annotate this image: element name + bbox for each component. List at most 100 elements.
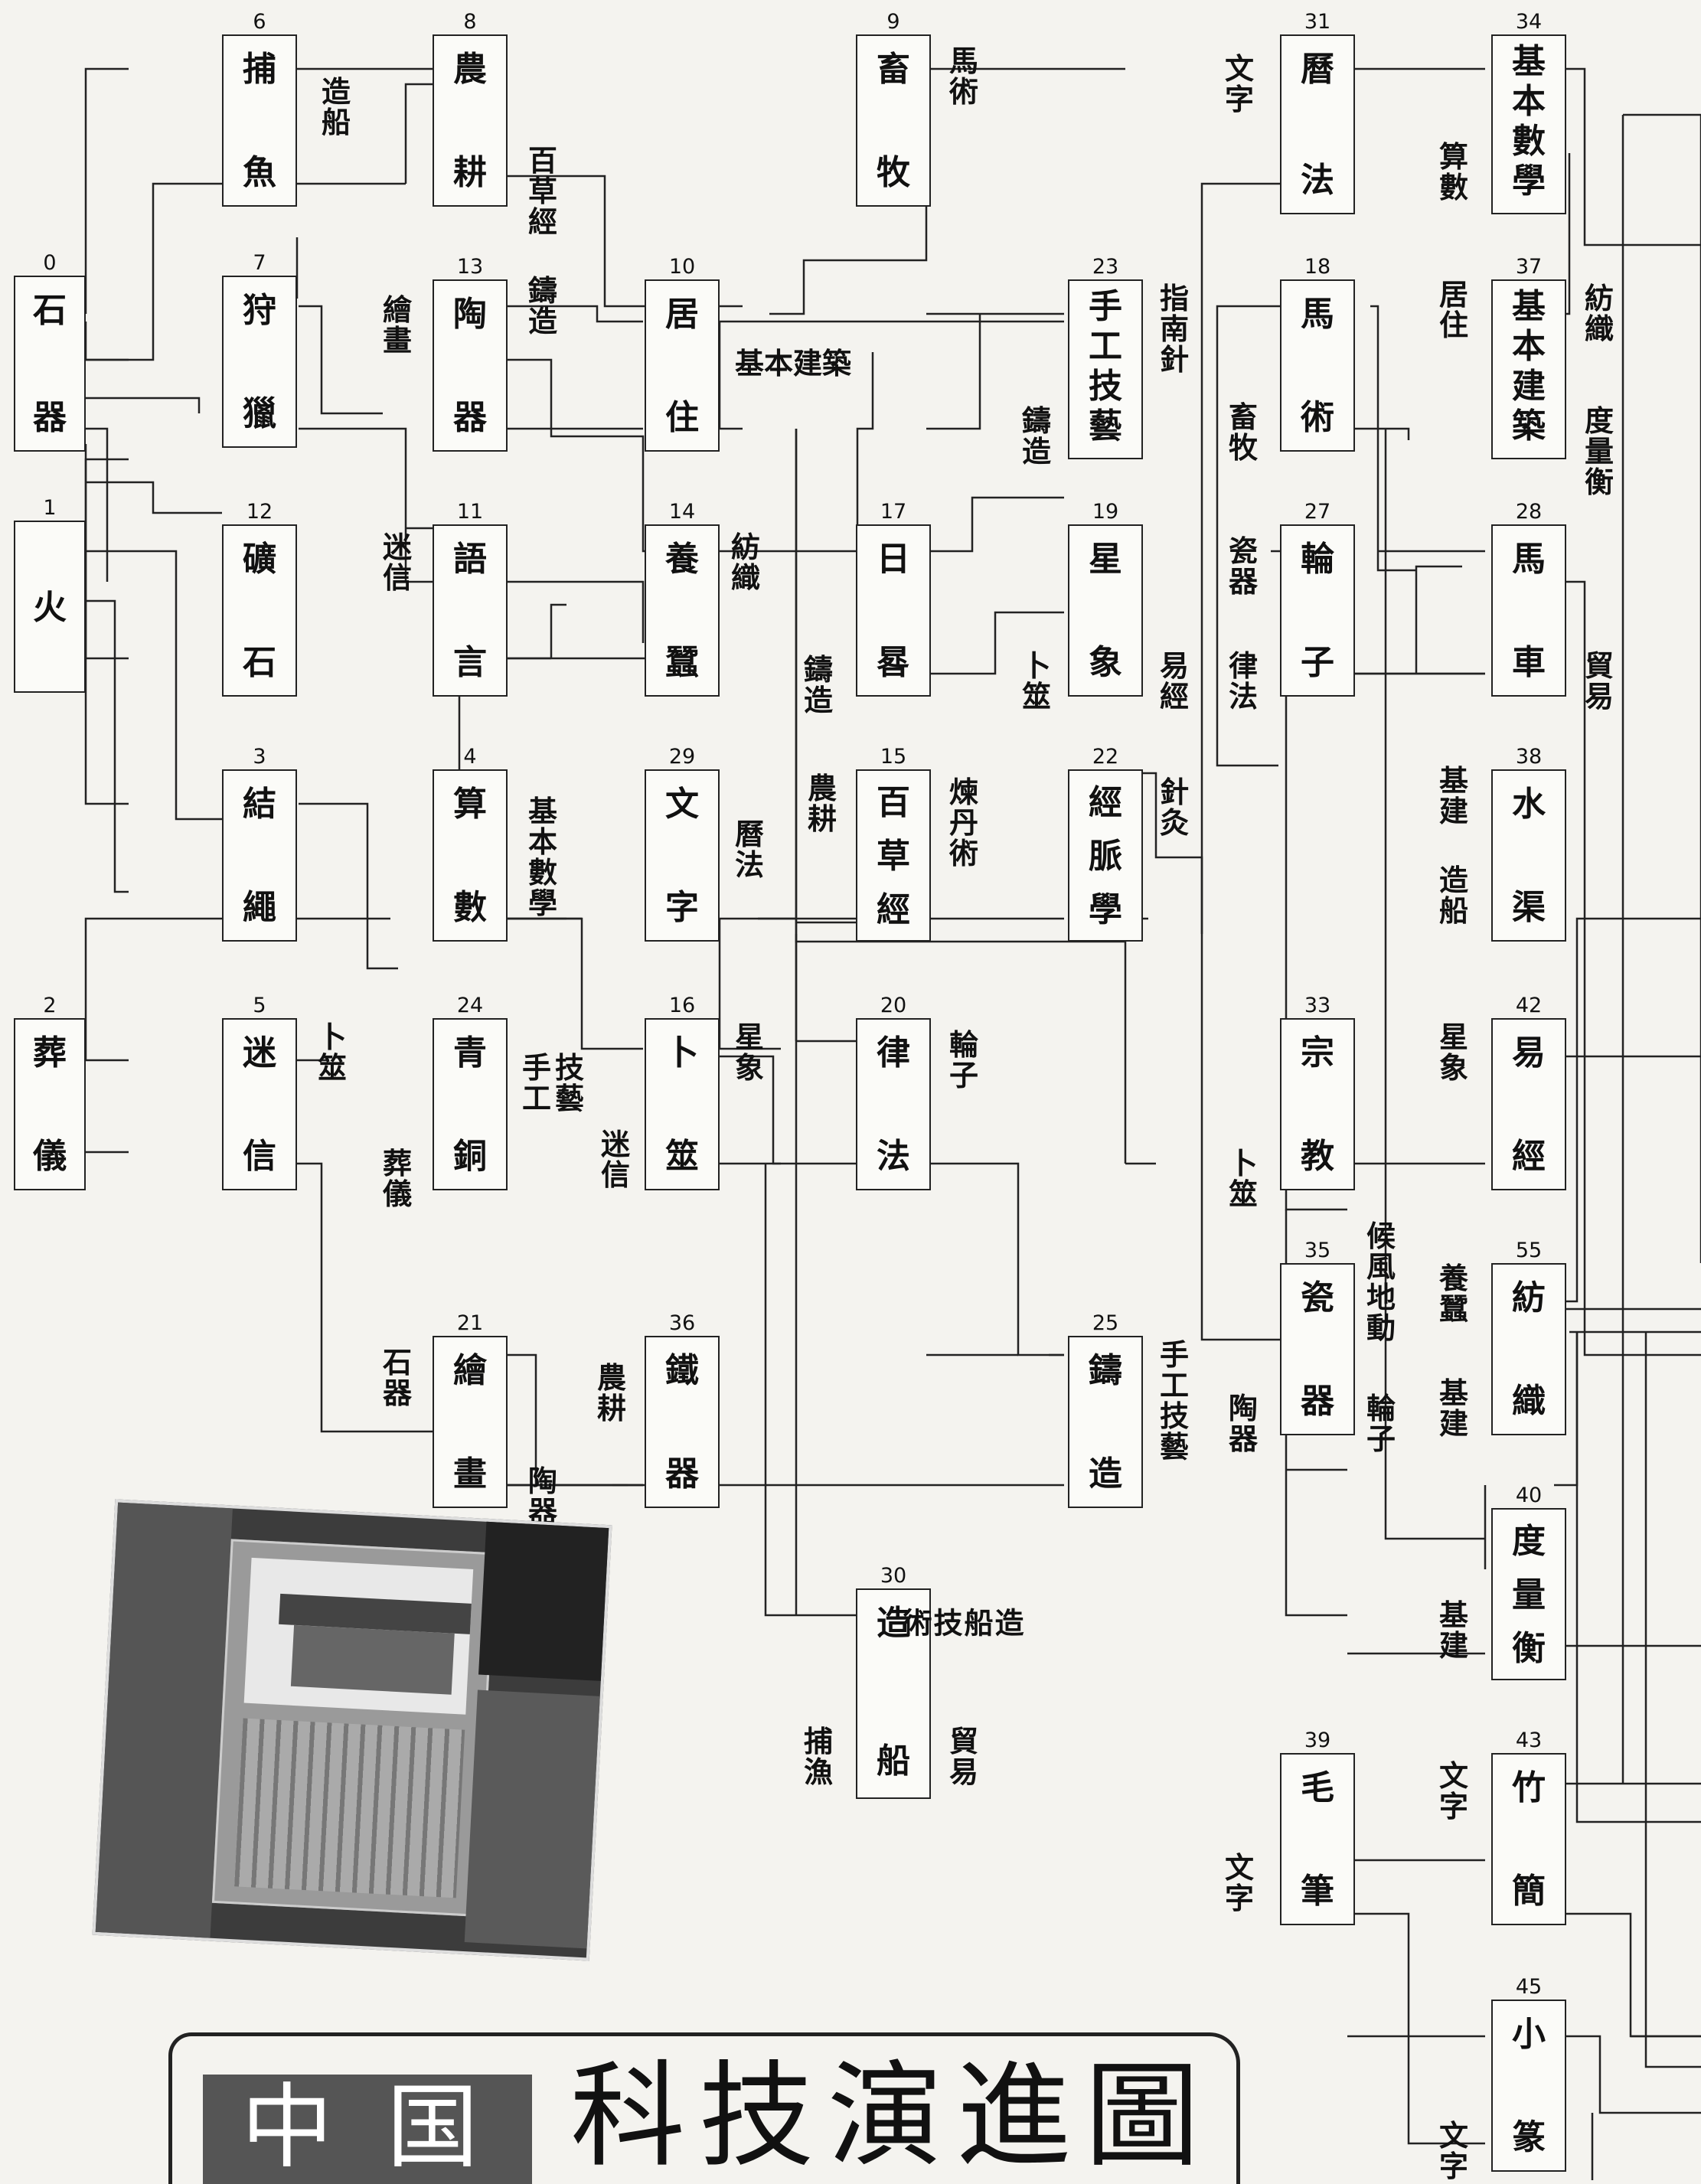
label-35-wheel: 輪 子 [1366,1393,1397,1454]
label-16-superstition: 迷 信 [601,1129,632,1190]
label-38-shipbuilding: 造 船 [1439,865,1470,926]
label-55-silkworm: 養 蠶 [1439,1263,1470,1324]
label-20-wheel: 輪 子 [949,1030,980,1091]
label-13-casting: 鑄 造 [528,276,559,337]
label-37-measures: 度 量 衡 [1585,406,1615,498]
label-30-ship-tech: 造 船 技 術 [953,1608,1022,1637]
label-39-writing: 文 字 [1225,1853,1255,1914]
map-panel-left [96,1503,233,1938]
label-27-law: 律 法 [1229,651,1259,712]
label-19-iching: 易 經 [1160,651,1190,712]
label-5-divination: 卜 筮 [318,1022,348,1083]
label-18-husbandry: 畜 牧 [1229,402,1259,463]
label-4-basic-math: 基 本 數 學 [528,796,559,919]
label-31-writing: 文 字 [1225,54,1255,115]
label-23-compass: 指 南 針 [1160,283,1190,375]
label-9-horsemanship: 馬 術 [949,46,980,107]
label-10-basic-architecture: 基本建築 [735,348,919,379]
label-37-textiles: 紡 織 [1585,283,1615,344]
label-21-stone-tools: 石 器 [383,1347,413,1409]
label-35-pottery: 陶 器 [1229,1393,1259,1454]
label-11-superstition: 迷 信 [383,532,413,593]
title-banner: 中 国 科技演進圖 [168,2032,1240,2184]
label-6-shipbuilding: 造 船 [322,77,352,138]
building-info-panel [212,1539,495,1916]
label-40-basic-build: 基 建 [1439,1600,1470,1661]
label-30-fishing: 捕 漁 [804,1726,834,1787]
page-title: 科技演進圖 [570,2052,1213,2182]
label-36-farming: 農 耕 [597,1363,628,1424]
label-24-funeral: 葬 儀 [383,1148,413,1210]
label-42-astronomy: 星 象 [1439,1022,1470,1083]
label-8-herbal: 百 草 經 [528,145,559,237]
label-13-painting: 繪 畫 [383,295,413,356]
label-55-basic-build: 基 建 [1439,1378,1470,1439]
label-25-handicraft: 手 工 技 藝 [1160,1340,1190,1462]
label-35-seismograph: 候 風 地 動 [1366,1221,1397,1343]
label-30-trade: 貿 易 [949,1726,980,1787]
label-37-dwelling: 居 住 [1439,279,1470,341]
label-45-writing: 文 字 [1439,2120,1470,2182]
label-43-writing: 文 字 [1439,1761,1470,1822]
palace-image [244,1558,474,1715]
label-15-alchemy: 煉 丹 術 [949,777,980,869]
china-seal: 中 国 [203,2075,532,2184]
label-15-farming: 農 耕 [808,773,838,834]
label-21-pottery: 陶 器 [528,1466,559,1527]
label-23-casting: 鑄 造 [1022,406,1053,467]
label-14-textiles: 紡 織 [731,532,762,593]
info-text-block [234,1719,465,1898]
label-29-calendar: 曆 法 [735,819,766,880]
label-24-skill: 技 藝 [555,1053,586,1114]
game-screenshot-photo [93,1499,612,1960]
map-panel-right [465,1690,600,1949]
label-38-basic-build: 基 建 [1439,766,1470,827]
label-16-astronomy: 星 象 [735,1022,766,1083]
label-19-divination: 卜 筮 [1022,651,1053,712]
label-27-porcelain: 瓷 器 [1229,536,1259,597]
minimap [478,1522,609,1681]
